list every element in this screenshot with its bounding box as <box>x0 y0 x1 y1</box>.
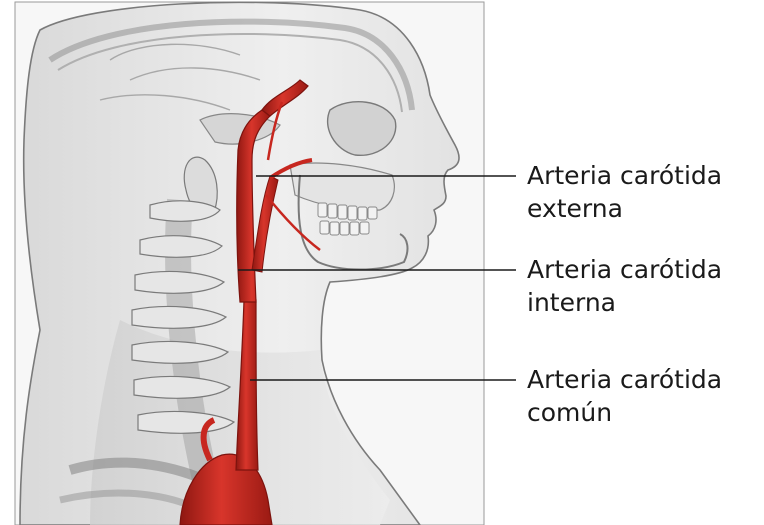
label-common-line2: común <box>527 396 764 429</box>
label-external-carotid: Arteria carótida externa <box>527 159 764 225</box>
label-external-line1: Arteria carótida <box>527 159 764 192</box>
label-internal-carotid: Arteria carótida interna <box>527 253 764 319</box>
label-internal-line1: Arteria carótida <box>527 253 764 286</box>
label-common-line1: Arteria carótida <box>527 363 764 396</box>
label-common-carotid: Arteria carótida común <box>527 363 764 429</box>
label-external-line2: externa <box>527 192 764 225</box>
label-internal-line2: interna <box>527 286 764 319</box>
